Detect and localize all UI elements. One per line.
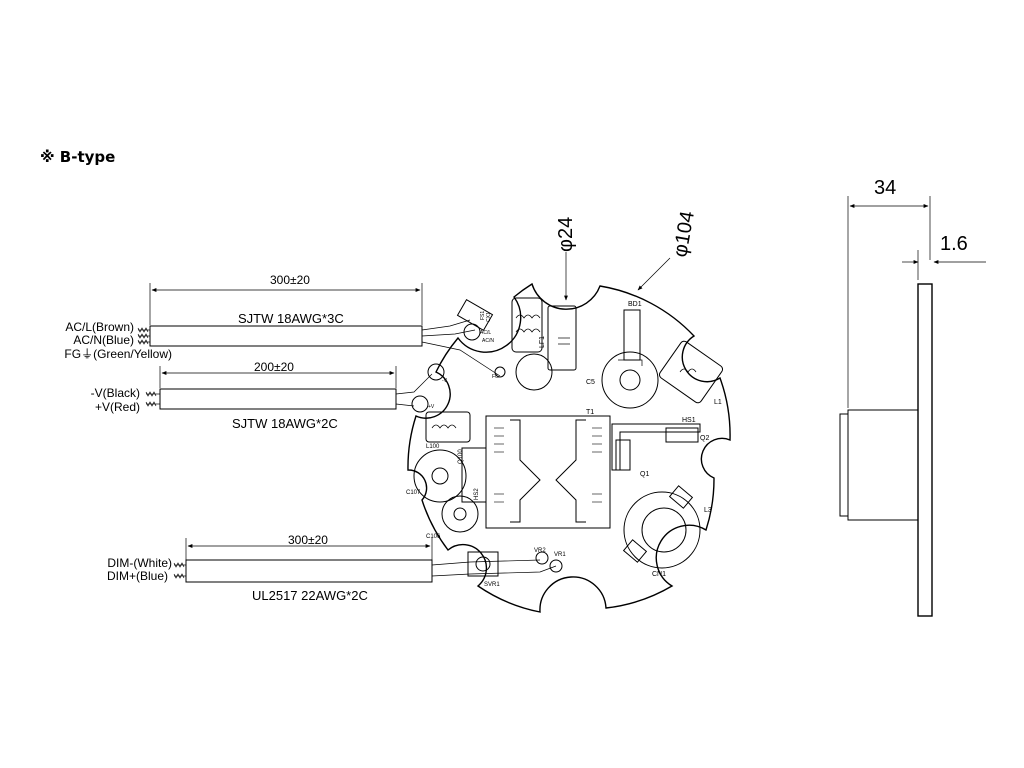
dim-pos-wire-label: DIM+(Blue) xyxy=(107,569,168,583)
wire-end-fg-icon xyxy=(137,339,149,345)
page-title: ※ B-type xyxy=(40,148,116,166)
dim-length-label: 300±20 xyxy=(288,533,328,547)
comp-pos-pad: +V xyxy=(428,404,435,410)
dim-neg-wire-label: DIM-(White) xyxy=(107,556,172,570)
ac-cable-type-label: SJTW 18AWG*3C xyxy=(238,311,344,326)
comp-acl-pad: AC/L xyxy=(480,330,491,336)
comp-cn1: CN1 xyxy=(652,571,666,578)
side-view xyxy=(839,196,986,617)
dc-length-label: 200±20 xyxy=(254,360,294,374)
comp-vr1: VR1 xyxy=(554,552,566,558)
wire-end-ac-l-icon xyxy=(137,327,149,333)
comp-hs1: HS1 xyxy=(682,417,696,424)
comp-q1: Q1 xyxy=(640,471,649,478)
comp-q2: Q2 xyxy=(700,435,709,442)
outer-diameter-label: φ104 xyxy=(669,209,699,258)
dim-cable-type-label: UL2517 22AWG*2C xyxy=(252,588,368,603)
ac-n-wire-label: AC/N(Blue) xyxy=(73,333,134,347)
pos-v-wire-label: +V(Red) xyxy=(95,400,140,414)
comp-neg-pad: -V xyxy=(442,378,448,384)
notch-diameter-label: φ24 xyxy=(555,217,577,252)
comp-vr2: VR2 xyxy=(534,548,546,554)
ac-cable xyxy=(137,283,501,377)
height-dimension-label: 34 xyxy=(874,177,896,199)
neg-v-wire-label: -V(Black) xyxy=(91,386,140,400)
comp-c5: C5 xyxy=(586,379,595,386)
dc-cable-type-label: SJTW 18AWG*2C xyxy=(232,416,338,431)
comp-l100: L100 xyxy=(426,444,440,450)
comp-lf1: LF1 xyxy=(539,336,546,348)
ac-l-wire-label: AC/L(Brown) xyxy=(65,320,134,334)
comp-fg-pad: FG xyxy=(492,374,499,380)
comp-acn-pad: AC/N xyxy=(482,338,494,344)
comp-l1: L1 xyxy=(714,399,722,406)
comp-svr1: SVR1 xyxy=(484,582,500,588)
comp-c106: C106 xyxy=(426,534,441,540)
comp-c107: C107 xyxy=(406,490,421,496)
thickness-dimension-label: 1.6 xyxy=(940,233,968,255)
comp-q100: Q100 xyxy=(458,449,464,464)
comp-cx1: CX1 xyxy=(486,312,492,322)
ac-length-label: 300±20 xyxy=(270,273,310,287)
components xyxy=(411,297,724,577)
fg-wire-label: FG⏚(Green/Yellow) xyxy=(64,347,172,361)
comp-hs2: HS2 xyxy=(474,488,480,500)
comp-t1: T1 xyxy=(586,409,594,416)
dc-cable xyxy=(145,366,433,410)
diameter-callouts xyxy=(564,252,671,301)
comp-l3: L3 xyxy=(704,507,712,514)
labels: 300±20 SJTW 18AWG*3C AC/L(Brown) AC/N(Bl… xyxy=(64,177,967,603)
wire-end-ac-n-icon xyxy=(137,333,149,339)
comp-fs1: FS1 xyxy=(480,311,486,320)
comp-bd1: BD1 xyxy=(628,301,642,308)
dim-cable xyxy=(173,538,557,583)
